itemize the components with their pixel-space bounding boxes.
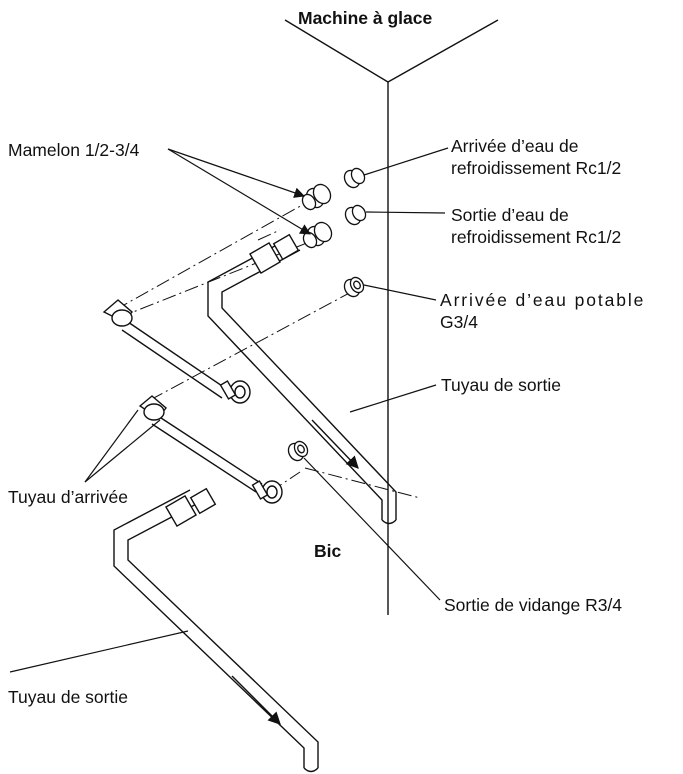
alignment-lines bbox=[114, 194, 421, 499]
machine-edge-right bbox=[387, 19, 499, 83]
leader-drain bbox=[303, 457, 441, 601]
inlet-hose-upper bbox=[102, 299, 251, 404]
leader-outlet-right bbox=[349, 384, 437, 413]
cooling-outlet-fitting bbox=[344, 204, 367, 226]
cooling-inlet-callout-line1: Arrivée d’eau de bbox=[451, 136, 579, 156]
leader-lines bbox=[9, 147, 449, 673]
outlet-hose-left-callout: Tuyau de sortie bbox=[8, 687, 128, 707]
cooling-inlet-callout-line2: refroidissement Rc1/2 bbox=[451, 158, 622, 178]
machine-outline bbox=[284, 19, 499, 615]
drain-outlet-callout: Sortie de vidange R3/4 bbox=[444, 595, 623, 615]
potable-inlet-callout-line1: Arrivée d’eau potable bbox=[440, 290, 646, 310]
potable-inlet-fitting bbox=[343, 276, 365, 298]
leader-nipple-a bbox=[167, 148, 306, 198]
align-line-3 bbox=[149, 289, 356, 401]
outlet-hose-left bbox=[113, 487, 319, 773]
cooling-outlet-callout-line2: refroidissement Rc1/2 bbox=[451, 227, 622, 247]
align-line-5 bbox=[257, 229, 281, 241]
outlet-hose-right-callout: Tuyau de sortie bbox=[441, 375, 561, 395]
align-line-1 bbox=[114, 194, 321, 311]
align-line-6 bbox=[304, 467, 421, 499]
machine-edge-left bbox=[284, 19, 389, 83]
cooling-outlet-callout-line1: Sortie d’eau de bbox=[451, 205, 569, 225]
nipple-lower bbox=[302, 221, 333, 249]
leader-cooling-outlet bbox=[365, 211, 446, 214]
inlet-hose-callout: Tuyau d’arrivée bbox=[8, 487, 128, 507]
bic-label: Bic bbox=[314, 541, 342, 561]
leader-potable-inlet bbox=[363, 284, 437, 301]
align-line-2 bbox=[117, 232, 333, 319]
drain-fitting bbox=[287, 440, 309, 462]
outlet-hose-right bbox=[207, 233, 397, 525]
nipple-callout: Mamelon 1/2-3/4 bbox=[8, 140, 140, 160]
inlet-hose-lower bbox=[138, 395, 283, 504]
leader-inlet-b bbox=[84, 419, 161, 483]
cooling-inlet-fitting bbox=[343, 167, 366, 189]
machine-title: Machine à glace bbox=[298, 8, 433, 28]
nipple-upper bbox=[301, 183, 332, 211]
leader-cooling-inlet bbox=[363, 147, 449, 176]
leader-outlet-left bbox=[9, 630, 189, 673]
potable-inlet-callout-line2: G3/4 bbox=[440, 312, 478, 332]
leader-nipple-b bbox=[167, 148, 311, 235]
leader-inlet-a bbox=[84, 409, 139, 483]
